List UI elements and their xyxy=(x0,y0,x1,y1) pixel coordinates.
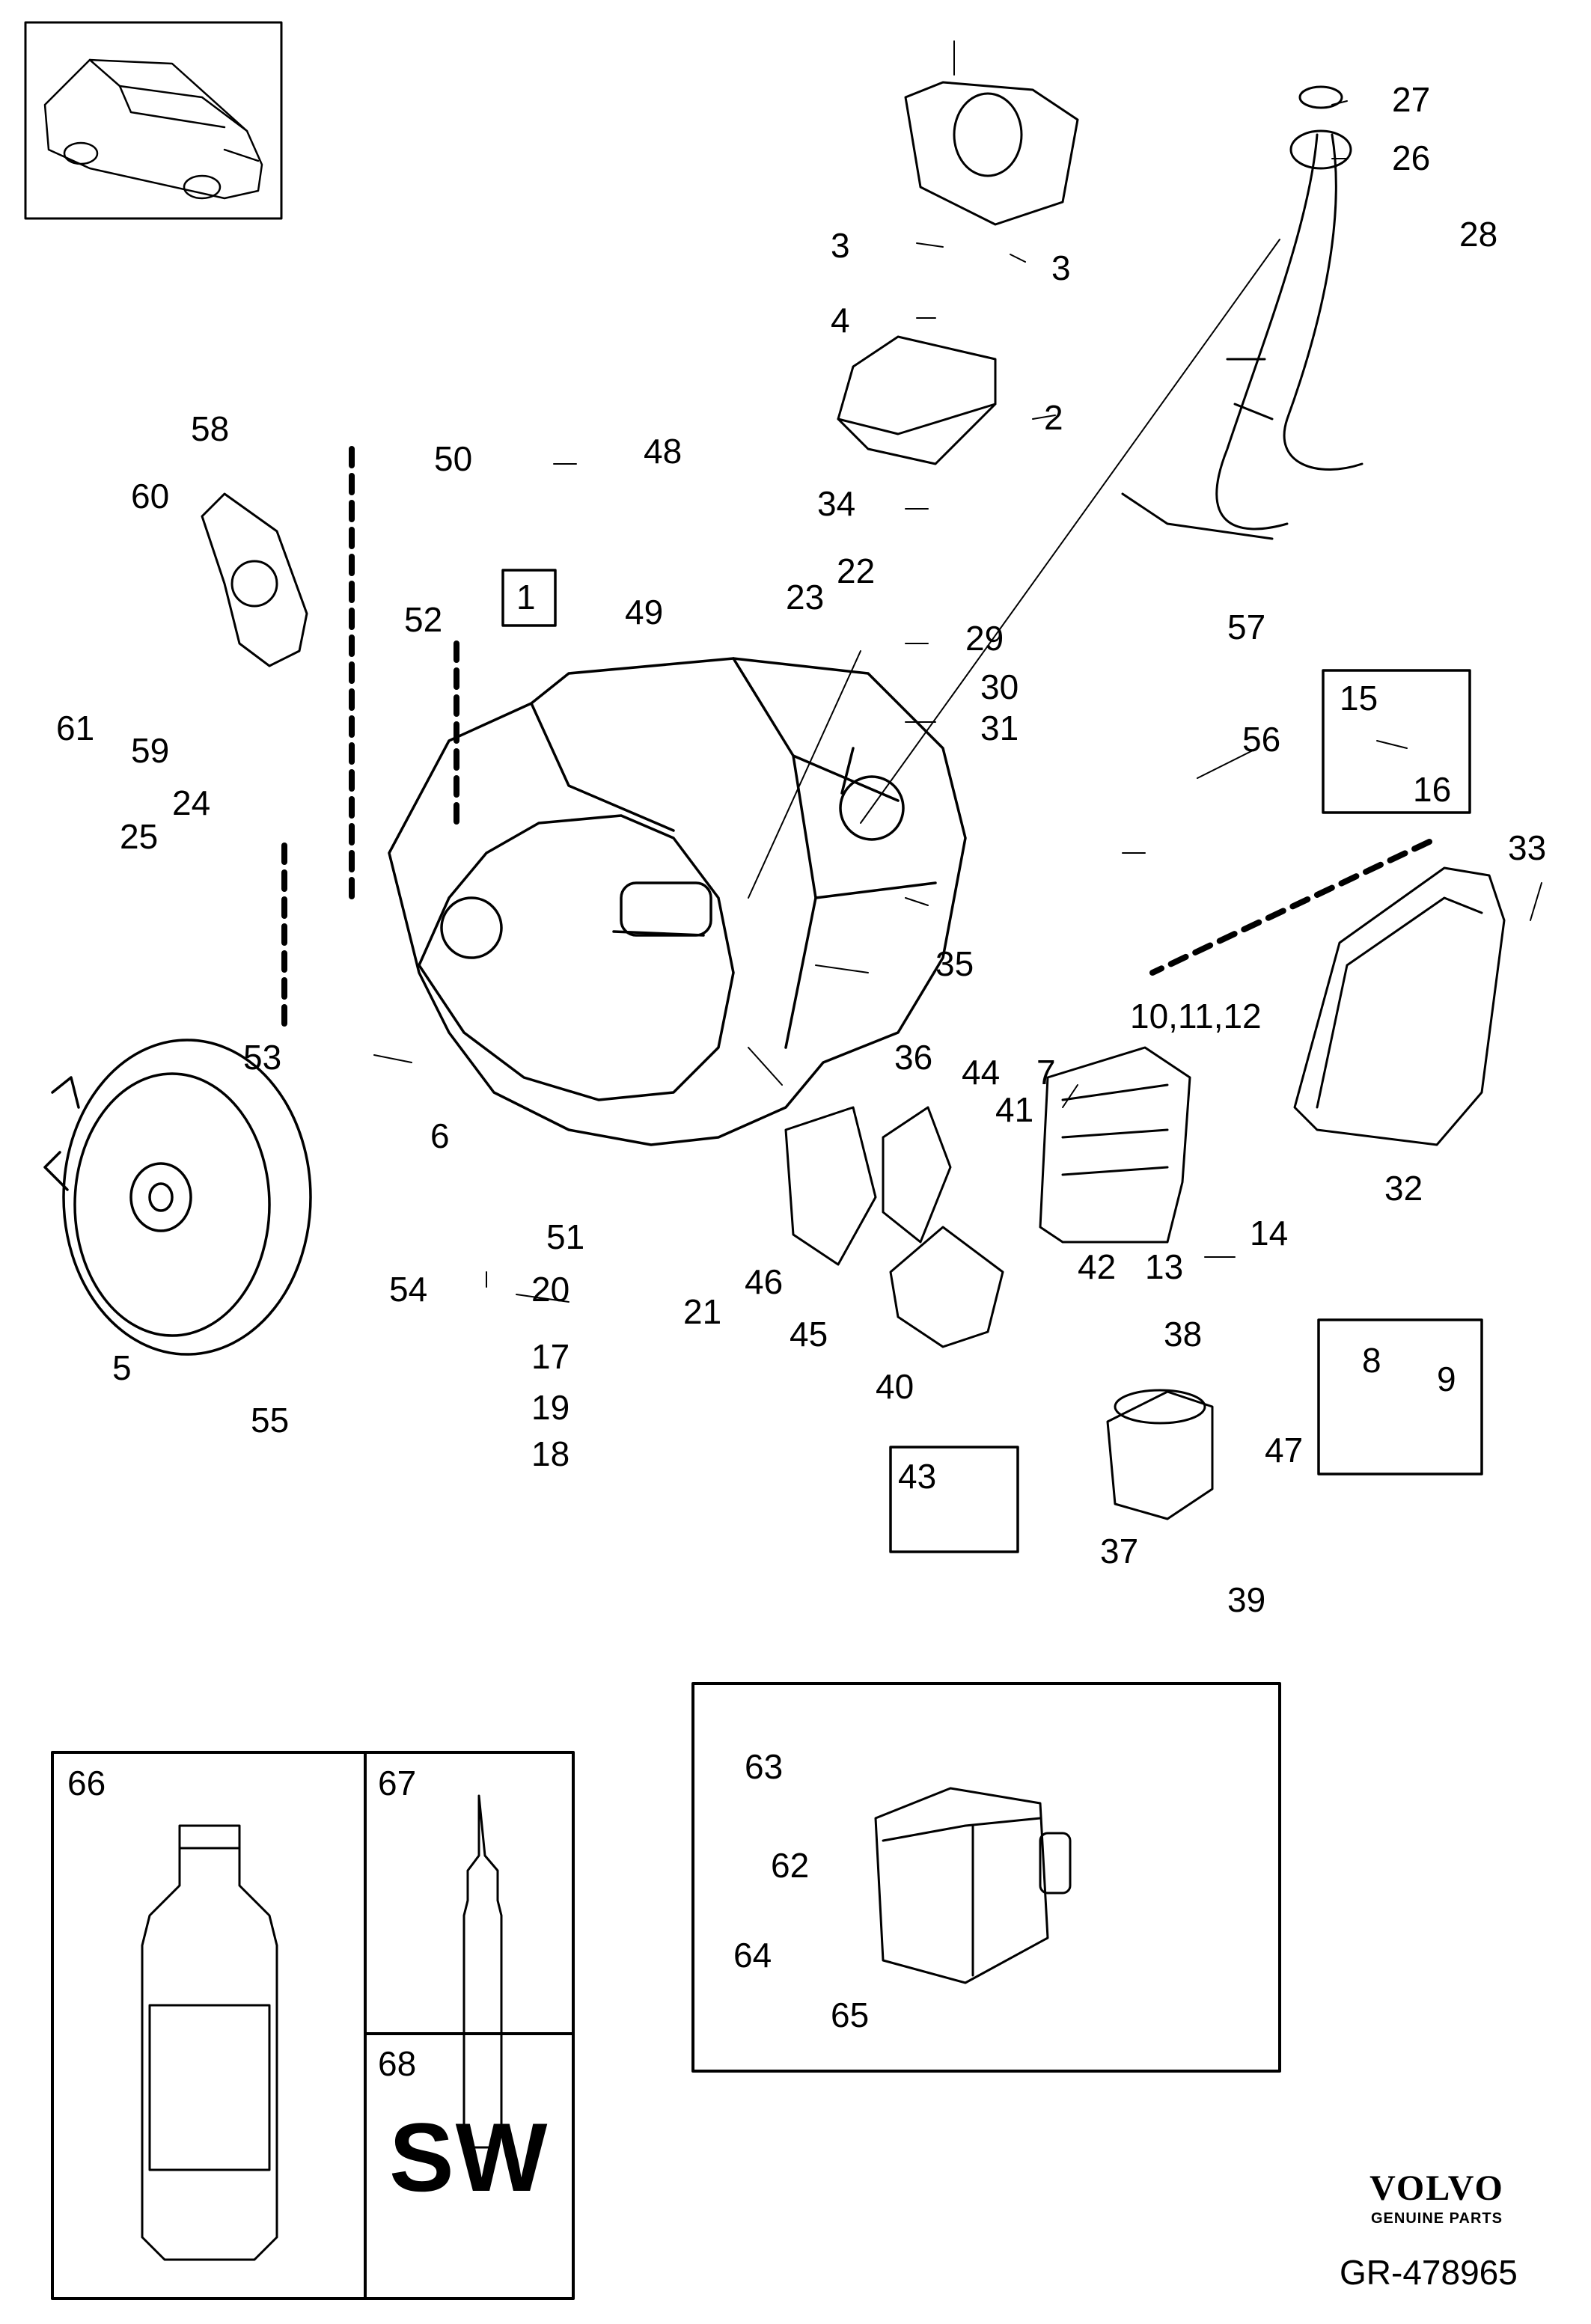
callout-31: 31 xyxy=(980,709,1019,747)
callout-41: 41 xyxy=(995,1090,1034,1129)
selector-assembly-drawing xyxy=(837,81,1079,465)
consumables-box xyxy=(51,1751,575,2300)
valve-body-drawing xyxy=(1039,1046,1191,1244)
callout-19: 19 xyxy=(531,1388,570,1427)
sensor-box xyxy=(1322,669,1471,814)
callout-24: 24 xyxy=(172,783,211,822)
callout-40: 40 xyxy=(876,1367,914,1406)
oil-bottle-label: 66 xyxy=(67,1764,106,1802)
callout-27: 27 xyxy=(1392,80,1431,119)
callout-47: 47 xyxy=(1265,1431,1304,1470)
callout-21: 21 xyxy=(683,1292,722,1331)
callout-20: 20 xyxy=(531,1270,570,1309)
callout-53: 53 xyxy=(243,1038,282,1077)
callout-2: 2 xyxy=(1044,398,1063,437)
callout-60: 60 xyxy=(131,477,170,516)
callout-14: 14 xyxy=(1250,1214,1289,1253)
callout-55: 55 xyxy=(251,1401,290,1440)
callout-36: 36 xyxy=(894,1038,933,1077)
callout-17: 17 xyxy=(531,1337,570,1376)
plug-box xyxy=(889,1446,1019,1553)
mount-bracket-drawing xyxy=(201,492,308,667)
callout-26: 26 xyxy=(1392,138,1431,177)
callout-32: 32 xyxy=(1384,1169,1423,1208)
callout-3b: 3 xyxy=(1051,248,1071,287)
callout-39: 39 xyxy=(1227,1580,1266,1619)
callout-25: 25 xyxy=(120,817,159,856)
vehicle-thumbnail-frame xyxy=(24,21,283,220)
brand-tagline: GENUINE PARTS xyxy=(1371,2210,1503,2227)
callout-65: 65 xyxy=(831,1996,870,2034)
callout-46: 46 xyxy=(745,1262,784,1301)
control-module-box xyxy=(691,1682,1281,2073)
callout-28: 28 xyxy=(1459,215,1498,254)
callout-48: 48 xyxy=(644,432,682,471)
callout-43: 43 xyxy=(898,1457,937,1496)
callout-56: 56 xyxy=(1242,720,1281,759)
callout-15: 15 xyxy=(1340,679,1378,718)
callout-44: 44 xyxy=(962,1053,1001,1092)
callout-63: 63 xyxy=(745,1747,784,1786)
callout-30: 30 xyxy=(980,667,1019,706)
callout-50: 50 xyxy=(434,439,473,478)
callout-62: 62 xyxy=(771,1846,810,1885)
callout-23: 23 xyxy=(786,578,825,617)
callout-29: 29 xyxy=(965,619,1004,658)
callout-22: 22 xyxy=(837,551,876,590)
sealant-tube-label: 67 xyxy=(378,1764,417,1802)
dashed-guide-lines xyxy=(281,446,1432,1028)
callout-33: 33 xyxy=(1508,828,1547,867)
callout-13: 13 xyxy=(1145,1247,1184,1286)
filter-housing-drawing xyxy=(1106,1389,1214,1520)
callout-45: 45 xyxy=(790,1315,828,1354)
sealant-tube-icon xyxy=(462,1794,503,2149)
callout-59: 59 xyxy=(131,731,170,770)
torque-converter-drawing xyxy=(43,1039,312,1356)
callout-61: 61 xyxy=(56,709,95,747)
callout-10-11-12: 10,11,12 xyxy=(1130,997,1262,1036)
callout-16: 16 xyxy=(1413,770,1452,809)
callout-37: 37 xyxy=(1100,1532,1139,1571)
callout-9: 9 xyxy=(1437,1360,1456,1398)
oil-bottle-icon xyxy=(141,1824,278,2261)
pump-assembly-drawing xyxy=(784,1106,1004,1348)
callout-57: 57 xyxy=(1227,608,1266,646)
callout-54: 54 xyxy=(389,1270,428,1309)
callout-34: 34 xyxy=(817,484,856,523)
oil-pan-drawing xyxy=(1293,866,1506,1146)
callout-51: 51 xyxy=(546,1217,585,1256)
control-module-drawing xyxy=(874,1787,1072,1984)
callout-42: 42 xyxy=(1078,1247,1117,1286)
solenoid-box xyxy=(1317,1318,1483,1476)
callout-8: 8 xyxy=(1362,1341,1381,1380)
callout-5: 5 xyxy=(112,1348,132,1387)
vehicle-thumbnail-icon xyxy=(43,58,263,200)
brand-logo: VOLVO xyxy=(1369,2168,1504,2208)
callout-4: 4 xyxy=(831,301,850,340)
sw-number-label: 68 xyxy=(378,2044,417,2083)
callout-3: 3 xyxy=(831,226,850,265)
callout-58: 58 xyxy=(191,409,230,448)
reference-code: GR-478965 xyxy=(1340,2253,1518,2292)
callout-64: 64 xyxy=(733,1936,772,1975)
callout-7: 7 xyxy=(1036,1053,1056,1092)
callout-18: 18 xyxy=(531,1434,570,1473)
housing-box xyxy=(501,569,557,627)
wiring-harness-drawing xyxy=(1121,85,1364,540)
callout-38: 38 xyxy=(1164,1315,1203,1354)
sw-label: SW xyxy=(389,2103,549,2212)
callout-1: 1 xyxy=(516,578,536,617)
callout-6: 6 xyxy=(430,1116,450,1155)
callout-49: 49 xyxy=(625,593,664,632)
transmission-housing-drawing xyxy=(388,657,967,1146)
callout-35: 35 xyxy=(935,944,974,983)
callout-52: 52 xyxy=(404,600,443,639)
